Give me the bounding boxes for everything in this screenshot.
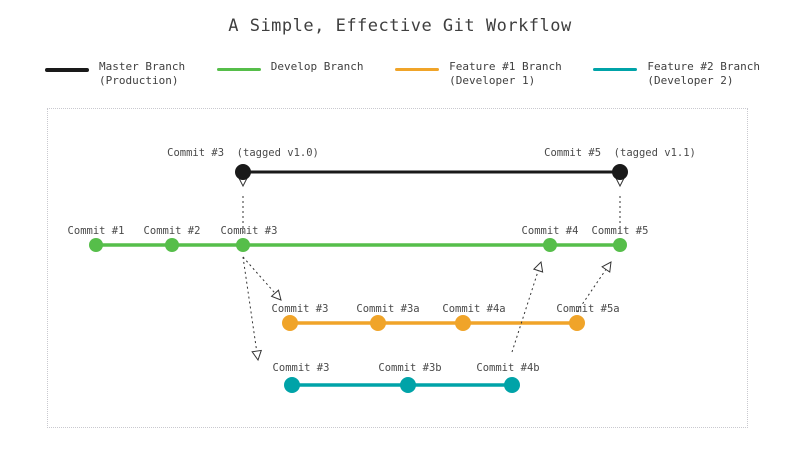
commit-node-master-0[interactable] [235, 164, 251, 180]
commit-label-feature1-1: Commit #3a [356, 303, 420, 315]
legend-swatch-develop [216, 68, 261, 71]
legend-item-master: Master Branch (Production) [45, 60, 185, 88]
commit-node-feature1-2[interactable] [455, 315, 471, 331]
commit-label-feature2-2: Commit #4b [476, 362, 540, 374]
commit-label-master-0: Commit #3 (tagged v1.0) [167, 147, 319, 159]
legend-label-feature2: Feature #2 Branch (Developer 2) [647, 60, 760, 87]
commit-node-feature2-2[interactable] [504, 377, 520, 393]
commit-node-develop-3[interactable] [543, 238, 557, 252]
commit-label-feature1-2: Commit #4a [442, 303, 506, 315]
page-title: A Simple, Effective Git Workflow [228, 16, 572, 36]
legend-item-develop: Develop Branch [216, 60, 364, 74]
legend-swatch-feature2 [593, 68, 638, 71]
commit-node-feature2-1[interactable] [400, 377, 416, 393]
commit-label-master-1: Commit #5 (tagged v1.1) [544, 147, 696, 159]
commit-label-feature2-1: Commit #3b [378, 362, 442, 374]
legend-label-master: Master Branch (Production) [99, 60, 186, 87]
commit-node-feature1-3[interactable] [569, 315, 585, 331]
commit-label-feature1-3: Commit #5a [556, 303, 620, 315]
commit-node-develop-1[interactable] [165, 238, 179, 252]
commit-node-feature2-0[interactable] [284, 377, 300, 393]
legend-label-develop: Develop Branch [270, 60, 364, 73]
commit-node-master-1[interactable] [612, 164, 628, 180]
commit-label-develop-3: Commit #4 [521, 225, 579, 237]
commit-node-feature1-1[interactable] [370, 315, 386, 331]
legend-item-feature2: Feature #2 Branch (Developer 2) [593, 60, 760, 88]
legend-item-feature1: Feature #1 Branch (Developer 1) [395, 60, 562, 88]
legend-swatch-master [45, 68, 89, 72]
legend-swatch-feature1 [395, 68, 440, 71]
commit-label-develop-2: Commit #3 [220, 225, 278, 237]
commit-label-develop-0: Commit #1 [67, 225, 125, 237]
legend-label-feature1: Feature #1 Branch (Developer 1) [449, 60, 562, 87]
commit-node-develop-4[interactable] [613, 238, 627, 252]
commit-label-feature2-0: Commit #3 [272, 362, 330, 374]
diagram-frame [47, 108, 748, 428]
commit-label-develop-1: Commit #2 [143, 225, 201, 237]
commit-node-develop-2[interactable] [236, 238, 250, 252]
commit-label-develop-4: Commit #5 [591, 225, 649, 237]
commit-node-feature1-0[interactable] [282, 315, 298, 331]
commit-node-develop-0[interactable] [89, 238, 103, 252]
legend: Master Branch (Production) Develop Branc… [45, 60, 760, 88]
commit-label-feature1-0: Commit #3 [271, 303, 329, 315]
